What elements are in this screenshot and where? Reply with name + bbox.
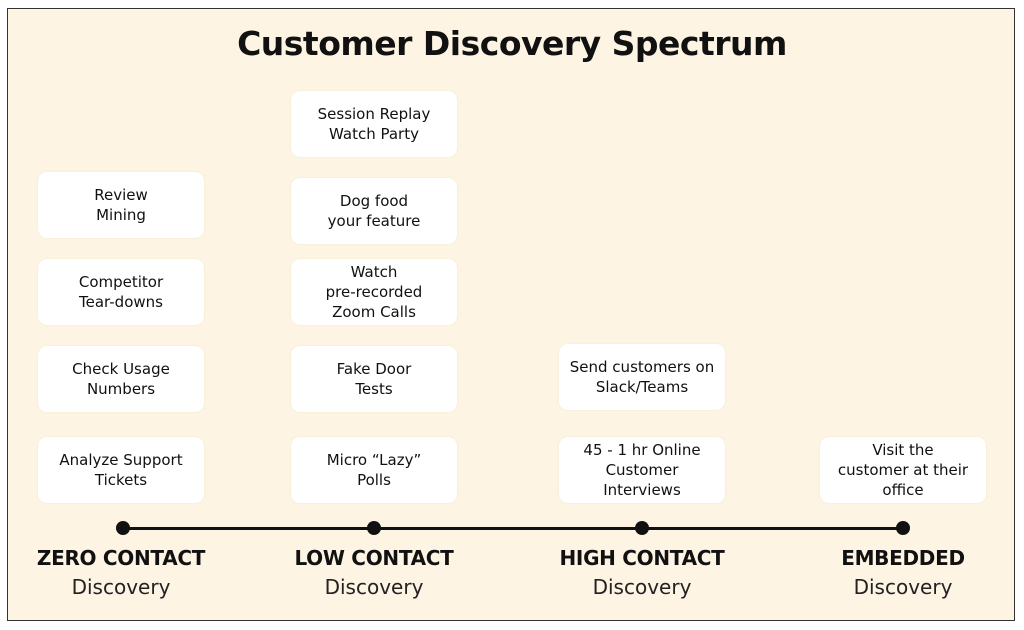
card-competitor-teardowns: Competitor Tear-downs (38, 259, 204, 325)
card-text: Competitor Tear-downs (78, 273, 164, 311)
card-text: Micro “Lazy” Polls (326, 451, 422, 489)
card-watch-zoom-calls: Watch pre-recorded Zoom Calls (291, 259, 457, 325)
card-online-interviews: 45 - 1 hr Online Customer Interviews (559, 437, 725, 503)
axis-dot-high-contact (635, 521, 649, 535)
stage-sublabel: Discovery (853, 575, 953, 599)
card-visit-customer-office: Visit the customer at their office (820, 437, 986, 503)
card-check-usage-numbers: Check Usage Numbers (38, 346, 204, 412)
card-dog-food: Dog food your feature (291, 178, 457, 244)
stage-embedded: EMBEDDED Discovery (793, 546, 1013, 599)
spectrum-axis-line (123, 527, 903, 530)
card-text: Dog food your feature (327, 192, 421, 230)
stage-label: LOW CONTACT (294, 546, 454, 570)
card-text: 45 - 1 hr Online Customer Interviews (583, 441, 701, 499)
stage-sublabel: Discovery (592, 575, 692, 599)
stage-low-contact: LOW CONTACT Discovery (264, 546, 484, 599)
card-text: Check Usage Numbers (72, 360, 170, 398)
card-fake-door-tests: Fake Door Tests (291, 346, 457, 412)
stage-zero-contact: ZERO CONTACT Discovery (11, 546, 231, 599)
card-text: Send customers on Slack/Teams (569, 358, 715, 396)
card-text: Visit the customer at their office (837, 441, 969, 499)
axis-dot-low-contact (367, 521, 381, 535)
card-review-mining: Review Mining (38, 172, 204, 238)
card-send-customers-slack: Send customers on Slack/Teams (559, 344, 725, 410)
axis-dot-zero-contact (116, 521, 130, 535)
axis-dot-embedded (896, 521, 910, 535)
card-micro-lazy-polls: Micro “Lazy” Polls (291, 437, 457, 503)
stage-label: ZERO CONTACT (36, 546, 206, 570)
card-analyze-support-tickets: Analyze Support Tickets (38, 437, 204, 503)
diagram-title: Customer Discovery Spectrum (237, 24, 787, 63)
stage-sublabel: Discovery (324, 575, 424, 599)
card-text: Fake Door Tests (336, 360, 412, 398)
card-session-replay: Session Replay Watch Party (291, 91, 457, 157)
stage-label: HIGH CONTACT (559, 546, 725, 570)
stage-high-contact: HIGH CONTACT Discovery (532, 546, 752, 599)
card-text: Session Replay Watch Party (317, 105, 431, 143)
card-text: Watch pre-recorded Zoom Calls (325, 263, 423, 321)
card-text: Analyze Support Tickets (59, 451, 183, 489)
stage-label: EMBEDDED (841, 546, 965, 570)
card-text: Review Mining (94, 186, 148, 224)
stage-sublabel: Discovery (71, 575, 171, 599)
